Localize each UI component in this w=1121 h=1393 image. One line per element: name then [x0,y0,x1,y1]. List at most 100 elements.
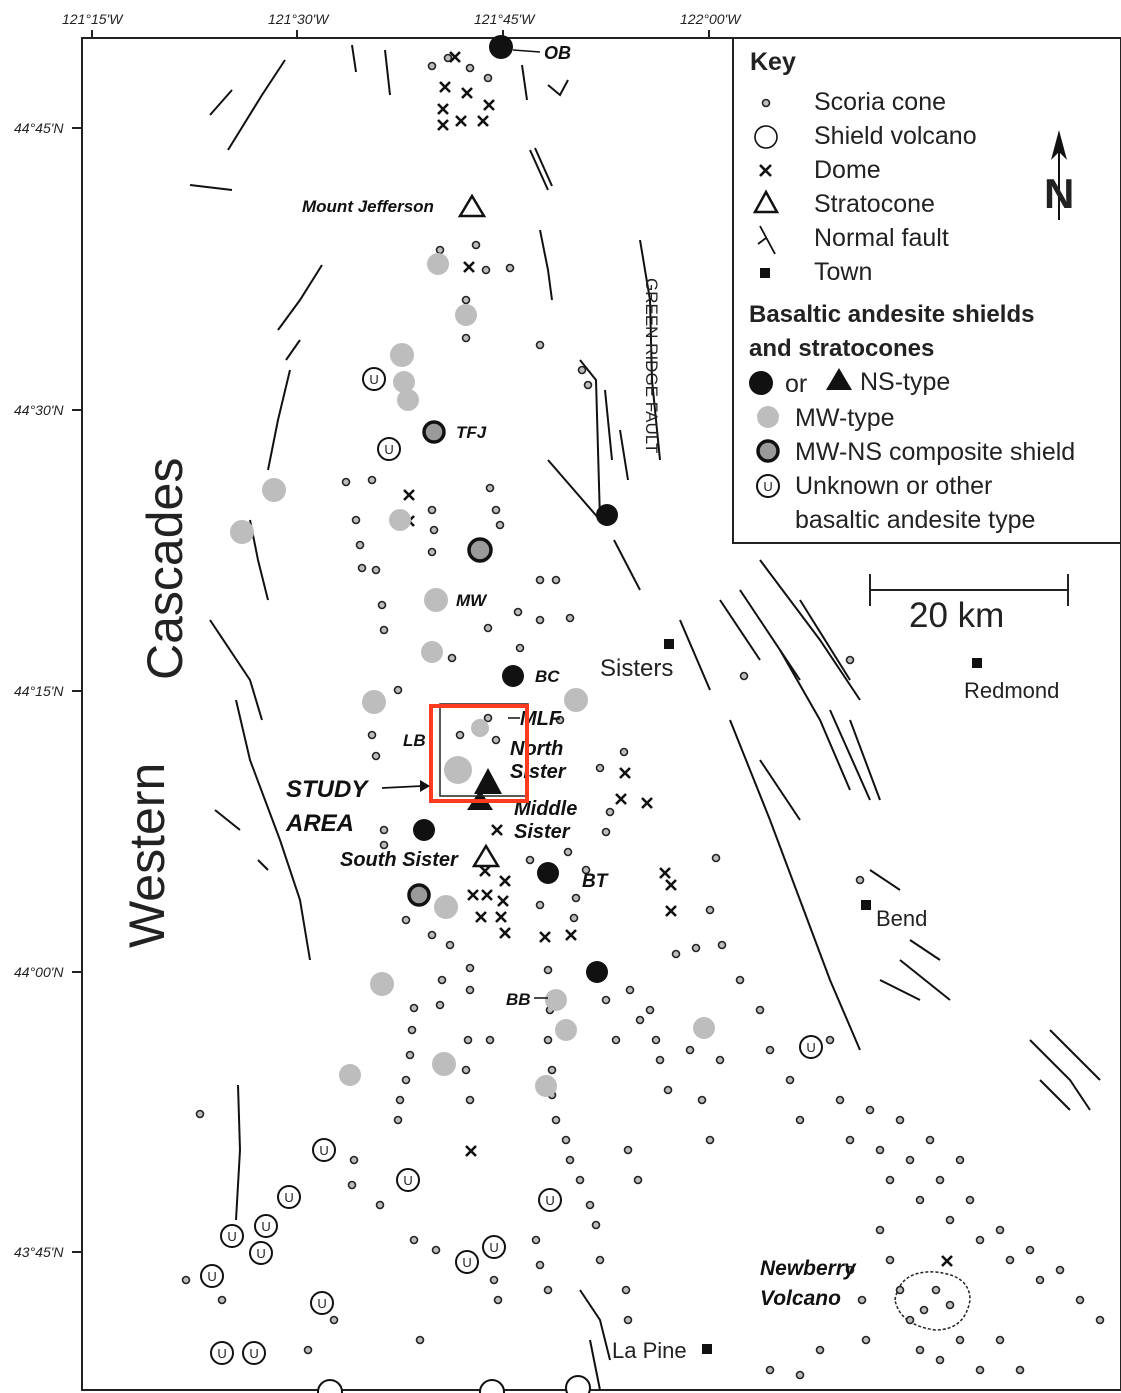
key-ns-stratocone-symbol [826,368,852,390]
shield-volcano-partial [479,1379,505,1393]
label-bb: BB [506,990,531,1009]
unknown-symbol: U [545,1193,554,1208]
label-newberry-2: Volcano [760,1287,841,1310]
scoria-cones [181,53,1105,1380]
mw-type-shields [230,253,715,1097]
newberry-caldera [894,1271,971,1331]
lat-tick-4: 44°00'N [14,964,64,980]
key-shield-volcano: Shield volcano [814,122,977,150]
label-middle-sister-2: Sister [514,821,571,843]
key-fault-symbol [757,225,776,255]
key-town-symbol [760,268,770,278]
lat-tick-1: 44°45'N [14,120,64,136]
unknown-symbol: U [317,1296,326,1311]
study-area-label-1: STUDY [286,776,369,803]
label-north-sister-2: Sister [510,761,567,783]
north-arrow [1051,130,1067,220]
region-label-western: Western [119,763,175,948]
key-box [732,37,1121,544]
lat-tick-2: 44°30'N [14,402,64,418]
unknown-symbol: U [256,1246,265,1261]
key-unknown-symbol: U [756,474,780,498]
unknown-symbol: U [384,442,393,457]
unknown-symbol: U [763,479,772,494]
label-middle-sister-1: Middle [514,798,577,820]
town-label-sisters: Sisters [600,655,673,682]
key-or: or [785,370,807,398]
key-mw-type: MW-type [795,404,895,432]
unknown-symbol: U [227,1229,236,1244]
unknown-symbol: U [489,1240,498,1255]
lon-tick-2: 121°30'W [268,11,330,27]
key-stratocone-symbol [752,189,780,214]
map-frame [81,37,1121,1391]
south-sister-stratocone [471,843,501,868]
key-mw-symbol [757,406,779,428]
unknown-symbol: U [217,1346,226,1361]
north-sister-stratocone [474,768,502,794]
study-area-highlight-box [429,704,529,803]
key-scoria-cone: Scoria cone [814,88,946,116]
town-label-bend: Bend [876,906,927,931]
town-label-redmond: Redmond [964,678,1059,703]
label-south-sister: South Sister [340,849,459,871]
unknown-symbol: U [806,1040,815,1055]
shield-volcano-partial [565,1375,591,1393]
label-bt: BT [582,871,609,892]
lat-tick-3: 44°15'N [14,683,64,699]
lat-tick-5: 43°45'N [14,1244,64,1260]
key-normal-fault: Normal fault [814,224,949,252]
key-ns-shield-symbol [749,371,773,395]
north-label: N [1044,170,1074,217]
key-ns-type: NS-type [860,368,950,396]
key-dome: Dome [814,156,881,184]
label-bc: BC [535,667,560,686]
key-scoria-symbol [761,98,771,108]
graticule-ticks [72,30,710,1253]
unknown-symbol: U [369,372,378,387]
key-section-title-2: and stratocones [749,335,934,362]
unknown-type-shields: U U U U U U U U U U U U U U U U [200,367,823,1365]
label-tfj: TFJ [456,423,487,442]
shield-volcano-partial [317,1379,343,1393]
key-unknown-1: Unknown or other [795,472,992,500]
key-composite: MW-NS composite shield [795,438,1075,466]
key-town: Town [814,258,872,286]
key-dome-symbol [759,164,772,177]
label-green-ridge-fault: GREEN RIDGE FAULT [642,278,661,453]
lon-tick-4: 122°00'W [680,11,742,27]
unknown-symbol: U [207,1269,216,1284]
key-title: Key [750,48,796,76]
mount-jefferson-stratocone [457,193,487,218]
label-mount-jefferson: Mount Jefferson [302,197,434,216]
scale-label: 20 km [909,596,1004,635]
key-unknown-2: basaltic andesite type [795,506,1035,534]
unknown-symbol: U [284,1190,293,1205]
unknown-symbol: U [319,1143,328,1158]
composite-shields [407,420,493,907]
lon-tick-3: 121°45'W [474,11,536,27]
unknown-symbol: U [261,1219,270,1234]
town-label-la-pine: La Pine [612,1338,687,1363]
normal-faults [189,44,1101,1391]
scale-bar [869,574,1069,606]
ns-type-shields [413,35,618,983]
study-area-label-2: AREA [285,810,354,837]
lon-tick-1: 121°15'W [62,11,124,27]
label-lb: LB [403,731,426,750]
label-north-sister-1: North [510,738,563,760]
study-area-arrow [381,785,423,789]
region-label-cascades: Cascades [137,458,193,680]
key-composite-symbol [756,439,780,463]
label-mw: MW [456,591,488,610]
label-newberry-1: Newberry [760,1257,857,1280]
label-ob: OB [544,43,571,63]
key-stratocone: Stratocone [814,190,935,218]
unknown-symbol: U [462,1255,471,1270]
key-section-title-1: Basaltic andesite shields [749,301,1034,328]
label-mlf: MLF [520,708,562,730]
towns [664,639,982,1354]
unknown-symbol: U [249,1346,258,1361]
key-shield-symbol [754,125,778,149]
